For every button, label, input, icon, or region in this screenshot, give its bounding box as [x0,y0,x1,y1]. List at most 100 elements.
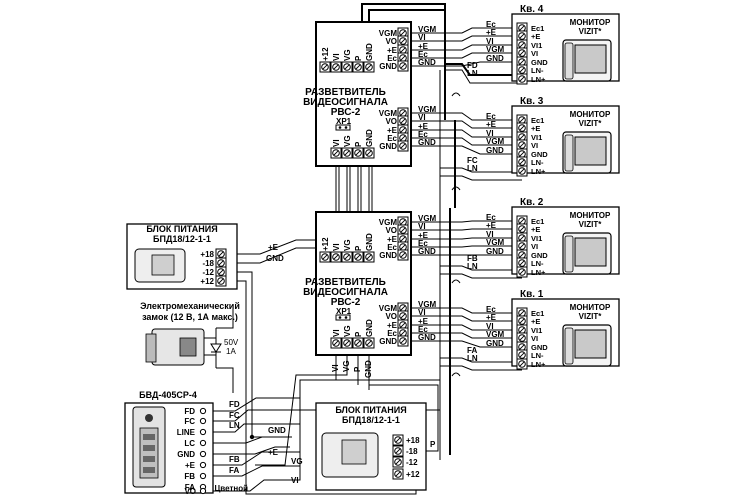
terminal-slot [218,278,224,284]
top-terminal [352,61,364,73]
output-pin-label: +E [387,321,398,330]
monitor-screen [574,136,607,166]
psu-terminal-label: +12 [200,277,214,286]
pin-label: VG [343,49,352,61]
apartment-label: Кв. 4 [520,4,544,15]
top-terminal [319,251,331,263]
monitor-terminal-label: GND [531,343,548,352]
monitor-terminal-label: VI [531,49,538,58]
pin-label: GND [365,233,374,251]
panel-terminal [199,417,207,425]
monitor-terminal [516,156,528,168]
signal-wire [408,129,522,138]
terminal-slot [322,64,328,70]
panel-terminal-label: +E [185,461,196,470]
lock-title: замок (12 В, 1А макс.) [142,312,238,322]
output-terminal [397,249,409,261]
wire-label: VGM [486,238,505,247]
monitor-terminal-label: LN- [531,158,544,167]
diode-label: 1A [226,347,236,356]
jumper-label: XP1 [336,307,352,316]
wire-label: VI [486,230,494,239]
panel-key [143,434,155,440]
output-pin-label: VO [385,117,397,126]
terminal-slot [519,25,525,31]
terminal-slot [355,150,361,156]
wire-label: VGM [486,45,505,54]
panel-terminal [199,450,207,458]
signal-wire [408,120,522,129]
terminal-slot [395,437,401,443]
signal-wire [408,145,522,155]
wire-label: GND [486,339,504,348]
monitor-terminal-label: VI [531,242,538,251]
psu-terminal [215,275,227,287]
signal-wire [408,52,522,59]
monitor-screen [574,44,607,74]
monitor-terminal-label: GND [531,251,548,260]
bottom-terminal [363,147,375,159]
monitor-handset [564,134,574,172]
terminal-slot [400,313,406,319]
monitor-terminal-label: +E [531,124,540,133]
output-pin-label: VGM [379,304,398,313]
bottom-terminal [330,147,342,159]
wire-label: GND [418,333,436,342]
wire-label: Ec [418,50,428,59]
terminal-slot [519,361,525,367]
terminal-slot [400,47,406,53]
top-terminal [341,61,353,73]
pin-label: VG [342,360,351,372]
panel-terminal-label: GND [177,450,195,459]
wire-crossover [451,186,461,191]
pin-label: VI [332,329,341,337]
signal-wire [408,61,522,67]
terminal-slot [519,335,525,341]
output-pin-label: GND [379,337,397,346]
pin-label: VI [332,53,341,61]
output-pin-label: Ec [387,54,397,63]
terminal-slot [519,218,525,224]
terminal-slot [400,338,406,344]
monitor-terminal-label: VI1 [531,326,542,335]
jumper-pin [344,316,348,319]
diode-symbol [210,343,222,353]
terminal-slot [400,30,406,36]
psu-terminal-label: -18 [202,259,214,268]
pin-label: GND [365,319,374,337]
signal-wire [408,228,522,231]
panel-terminal-label: VO [184,487,196,496]
wire-label: VGM [418,300,437,309]
terminal-slot [519,125,525,131]
panel-key [143,445,155,451]
wire-label: GND [486,54,504,63]
gnd-wire [206,436,292,444]
wire-label: Ec [486,112,496,121]
jumper-xp1 [335,314,351,321]
terminal-slot [519,260,525,266]
monitor-terminal [516,64,528,76]
terminal-slot [218,260,224,266]
bottom-terminal [341,337,353,349]
terminal-slot [333,254,339,260]
terminal-slot [333,340,339,346]
signal-wire [408,245,522,248]
psu-terminal-label: -18 [406,447,418,456]
panel-key [143,467,155,473]
monitor-terminal [516,240,528,252]
monitor-title: МОНИТОР [570,18,611,27]
monitor-screen [574,329,607,359]
panel-wire [206,451,300,466]
psu-terminal-label: +18 [406,436,420,445]
terminal-slot [519,352,525,358]
monitor-terminal-label: LN+ [531,268,546,277]
output-terminal [397,60,409,72]
monitor-terminal-label: LN+ [531,167,546,176]
terminal-slot [519,252,525,258]
output-terminal [397,107,409,119]
signal-wire [408,324,522,331]
